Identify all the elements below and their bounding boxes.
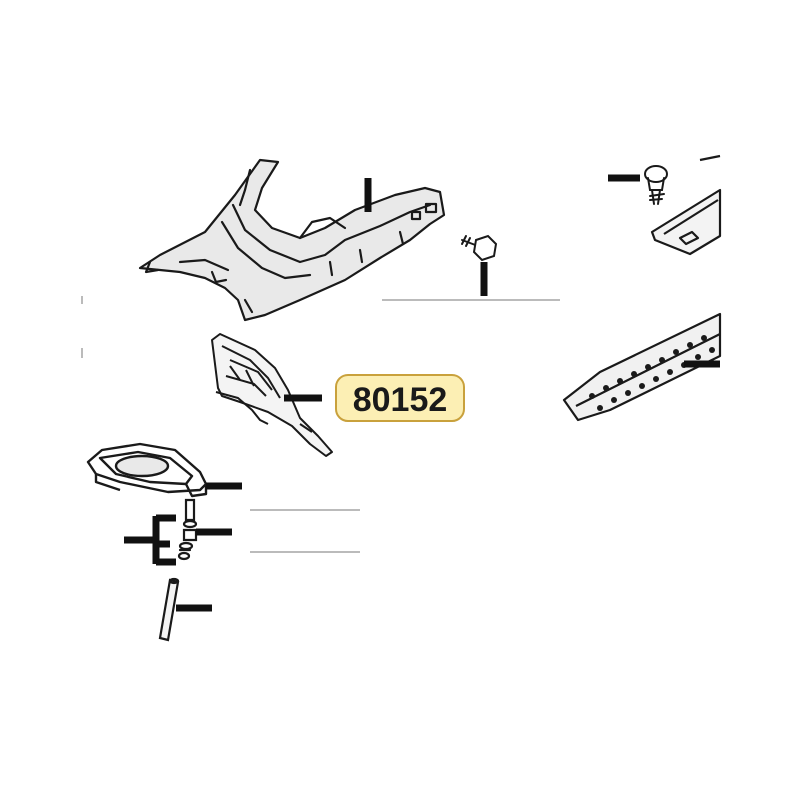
bracket-panel xyxy=(211,333,333,457)
pin-bolt-stack xyxy=(177,498,198,561)
faint-edge-marks xyxy=(81,296,560,553)
tray-housing xyxy=(650,154,722,256)
screw-middle xyxy=(461,234,498,262)
trim-cover-panel xyxy=(138,158,446,322)
part-number-callout: 80152 xyxy=(335,374,465,422)
rod-part xyxy=(158,577,180,642)
perforated-rail xyxy=(562,312,722,422)
bracket-leader-group xyxy=(124,514,176,566)
frame-holder xyxy=(86,442,208,498)
part-number-label: 80152 xyxy=(353,381,448,419)
screw-upper-right xyxy=(644,165,668,205)
